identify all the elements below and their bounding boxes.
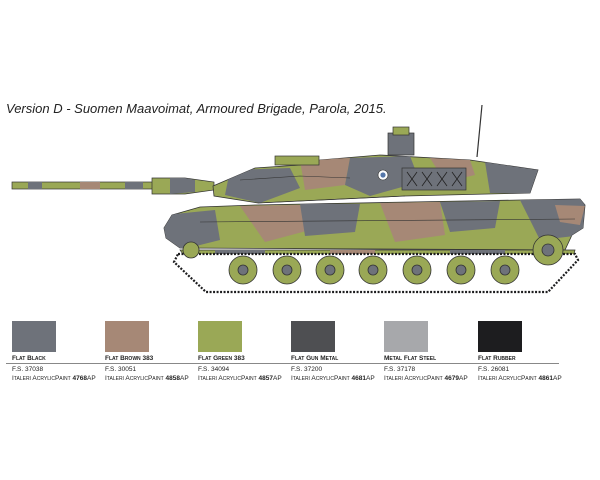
swatch-flat-gun-metal (291, 321, 335, 352)
paint-code: Italeri AcrylicPaint 4681AP (291, 375, 375, 382)
turret (212, 104, 539, 204)
paint-name: Metal Flat Steel (384, 355, 437, 362)
tank-illustration (11, 104, 586, 294)
paint-code: Italeri AcrylicPaint 4857AP (198, 375, 282, 382)
paint-name: Flat Black (12, 355, 46, 362)
paint-code: Italeri AcrylicPaint 4679AP (384, 375, 468, 382)
legend-divider (6, 363, 559, 364)
hull (163, 198, 586, 251)
paint-fs: F.S. 26081 (478, 366, 510, 373)
paint-code: Italeri AcrylicPaint 4861AP (478, 375, 562, 382)
swatch-flat-brown (105, 321, 149, 352)
version-caption: Version D - Suomen Maavoimat, Armoured B… (6, 101, 387, 116)
paint-name: Flat Green 383 (198, 355, 245, 362)
paint-fs: F.S. 37038 (12, 366, 44, 373)
paint-fs: F.S. 37178 (384, 366, 416, 373)
paint-fs: F.S. 30051 (105, 366, 137, 373)
paint-code: Italeri AcrylicPaint 4768AP (12, 375, 96, 382)
swatch-flat-black (12, 321, 56, 352)
gun-barrel (11, 177, 215, 195)
road-wheels (182, 234, 564, 285)
paint-fs: F.S. 37200 (291, 366, 323, 373)
swatch-flat-green (198, 321, 242, 352)
swatch-metal-flat-steel (384, 321, 428, 352)
paint-name: Flat Brown 383 (105, 355, 154, 362)
paint-name: Flat Gun Metal (291, 355, 339, 362)
paint-code: Italeri AcrylicPaint 4858AP (105, 375, 189, 382)
paint-fs: F.S. 34094 (198, 366, 230, 373)
swatch-flat-rubber (478, 321, 522, 352)
paint-name: Flat Rubber (478, 355, 516, 362)
